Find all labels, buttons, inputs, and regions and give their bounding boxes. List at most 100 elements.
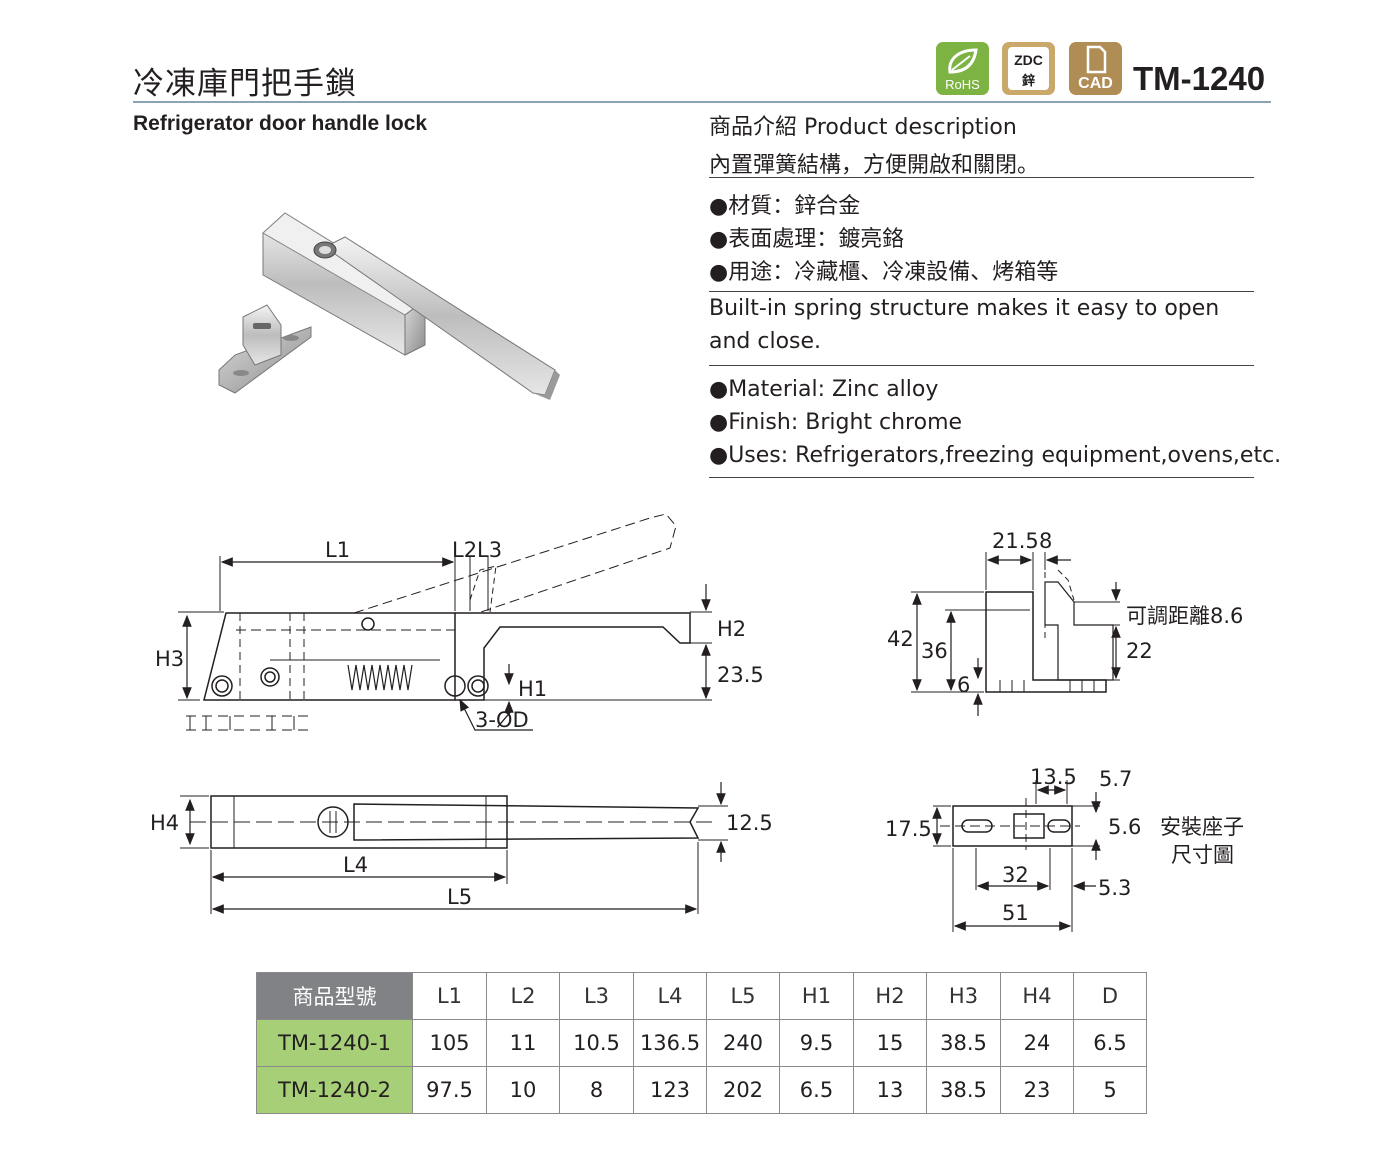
model-code: TM-1240 [1133,60,1266,97]
divider [709,477,1254,478]
col-header-L2: L2 [486,972,560,1020]
title-divider [133,101,1271,103]
description-intro-zh: 內置彈簧結構，方便開啟和關閉。 [709,153,1040,178]
col-header-D: D [1073,972,1147,1020]
col-header-L5: L5 [706,972,780,1020]
dim-32: 32 [1002,863,1029,887]
dim-42: 42 [887,627,914,651]
cell: 38.5 [926,1066,1001,1114]
dim-H1: H1 [518,677,547,701]
description-intro-en-1: Built-in spring structure makes it easy … [709,296,1220,321]
rohs-badge: RoHS [936,42,989,95]
zdc-label: ZDC [1014,52,1043,68]
dim-H3: H3 [155,647,184,671]
cell: 6.5 [1073,1019,1147,1067]
leaf-icon [948,48,978,74]
cell: 10.5 [559,1019,634,1067]
handle-top-view [180,782,728,914]
cell: 105 [412,1019,487,1067]
dim-21-5: 21.5 [992,529,1039,553]
catch-label-2: 尺寸圖 [1171,843,1234,867]
dim-holes: 3-ØD [475,708,529,732]
cell: 8 [559,1066,634,1114]
cad-badge: CAD [1069,42,1122,95]
spec-en-uses: ●Uses: Refrigerators,freezing equipment,… [709,443,1282,468]
handle-side-labels: L1 L2L3 H2 23.5 H3 H1 3-ØD [155,538,764,732]
file-icon [1086,45,1107,74]
zdc-sub-label: 鋅 [1021,73,1035,88]
dim-L2L3: L2L3 [452,538,502,562]
dim-5-7: 5.7 [1099,767,1132,791]
dim-H4: H4 [150,811,179,835]
cell: 123 [633,1066,707,1114]
spec-zh-finish: ●表面處理：鍍亮鉻 [709,227,905,252]
cell: 9.5 [779,1019,854,1067]
col-header-H4: H4 [1000,972,1074,1020]
catch-top-labels: 13.5 5.7 17.5 5.6 安裝座子 尺寸圖 32 5.3 51 [885,765,1244,925]
cad-label: CAD [1078,75,1113,92]
spec-zh-uses: ●用途：冷藏櫃、冷凍設備、烤箱等 [709,260,1059,285]
description-intro-en-2: and close. [709,329,822,354]
catch-label-1: 安裝座子 [1160,815,1244,839]
handle-top-labels: H4 12.5 L4 L5 [150,811,773,909]
zdc-badge: ZDC 鋅 [1002,42,1055,95]
dim-36: 36 [921,639,948,663]
cell: 202 [706,1066,780,1114]
dim-5-3: 5.3 [1098,876,1131,900]
cell: 38.5 [926,1019,1001,1067]
page-title-en: Refrigerator door handle lock [133,112,428,135]
description-heading: 商品介紹 Product description [709,115,1017,140]
col-header-H2: H2 [853,972,927,1020]
cell: 24 [1000,1019,1074,1067]
catch-top-view [932,780,1101,932]
cell: 15 [853,1019,927,1067]
dim-8: 8 [1039,529,1052,553]
dim-adjust-range: 可調距離8.6 [1126,604,1243,628]
dim-12-5: 12.5 [726,811,773,835]
table-row: TM-1240-1 105 11 10.5 136.5 240 9.5 15 3… [256,1019,1147,1067]
catch-side-view [911,552,1121,716]
table-header-row: 商品型號 L1 L2 L3 L4 L5 H1 H2 H3 H4 D [256,972,1147,1020]
col-header-L3: L3 [559,972,634,1020]
divider [709,365,1254,366]
cell-model: TM-1240-1 [256,1019,413,1067]
dim-51: 51 [1002,901,1029,925]
dim-5-6: 5.6 [1108,815,1141,839]
cell: 97.5 [412,1066,487,1114]
dim-L4: L4 [343,853,368,877]
cell: 13 [853,1066,927,1114]
col-header-model: 商品型號 [256,972,413,1020]
col-header-L1: L1 [412,972,487,1020]
cell: 23 [1000,1066,1074,1114]
catch-side-labels: 21.5 8 42 36 6 可調距離8.6 22 [887,529,1243,697]
cell: 10 [486,1066,560,1114]
spec-zh-material: ●材質：鋅合金 [709,194,861,219]
col-header-H3: H3 [926,972,1001,1020]
col-header-H1: H1 [779,972,854,1020]
spec-table: 商品型號 L1 L2 L3 L4 L5 H1 H2 H3 H4 D TM-124… [256,972,1147,1114]
cell: 5 [1073,1066,1147,1114]
dim-23-5: 23.5 [717,663,764,687]
dim-13-5: 13.5 [1030,765,1077,789]
divider [709,291,1254,292]
dim-L1: L1 [325,538,350,562]
dim-H2: H2 [717,617,746,641]
rohs-label: RoHS [945,77,980,92]
divider [709,177,1254,178]
col-header-L4: L4 [633,972,707,1020]
technical-drawing: L1 L2L3 H2 23.5 H3 H1 3-ØD H4 12.5 L4 L5 [150,513,1244,932]
product-photo [218,212,560,400]
spec-en-material: ●Material: Zinc alloy [709,377,939,402]
cell: 136.5 [633,1019,707,1067]
cell: 240 [706,1019,780,1067]
cell-model: TM-1240-2 [256,1066,413,1114]
dim-6: 6 [957,673,970,697]
page-title-zh: 冷凍庫門把手鎖 [133,66,357,102]
dim-22: 22 [1126,639,1153,663]
cell: 6.5 [779,1066,854,1114]
table-row: TM-1240-2 97.5 10 8 123 202 6.5 13 38.5 … [256,1066,1147,1114]
spec-en-finish: ●Finish: Bright chrome [709,410,963,435]
dim-17-5: 17.5 [885,817,932,841]
handle-side-view [178,513,712,731]
cell: 11 [486,1019,560,1067]
